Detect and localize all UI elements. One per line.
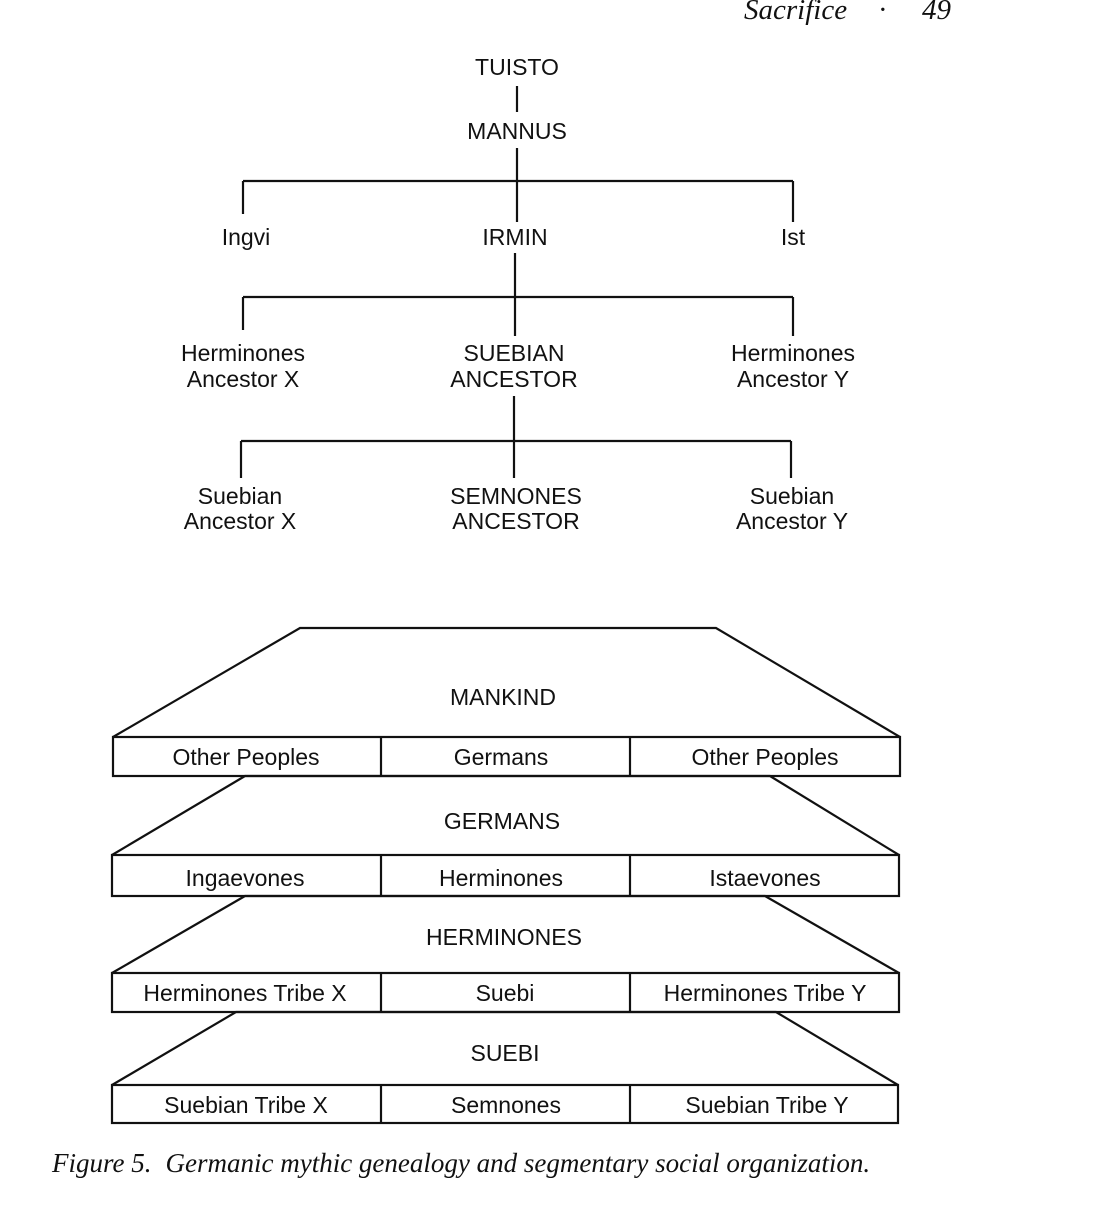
segment-cell: Semnones [451, 1092, 561, 1118]
figure-caption-label: Figure 5. [52, 1148, 152, 1178]
suebian-ancestor-y-line1: Suebian [750, 483, 834, 509]
mannus-label: MANNUS [467, 118, 567, 144]
tuisto-label: TUISTO [475, 54, 559, 80]
semnones-ancestor-line1: SEMNONES [450, 483, 582, 509]
suebian-ancestor-line1: SUEBIAN [464, 340, 565, 366]
herminones-ancestor-y-line1: Herminones [731, 340, 855, 366]
figure-caption-text: Germanic mythic genealogy and segmentary… [165, 1148, 871, 1178]
segment-cell: Suebian Tribe Y [685, 1092, 848, 1118]
segment-cell: Other Peoples [691, 744, 838, 770]
mankind-trapezoid [112, 626, 901, 738]
segment-cell: Istaevones [709, 865, 820, 891]
figure-caption: Figure 5. Germanic mythic genealogy and s… [52, 1148, 870, 1179]
level-title-herminones: HERMINONES [426, 924, 582, 950]
segment-cell: Herminones Tribe X [143, 980, 346, 1006]
irmin-label: IRMIN [482, 224, 547, 250]
segment-cell: Other Peoples [172, 744, 319, 770]
suebi-trapezoid [111, 1010, 899, 1086]
page-number: 49 [922, 0, 951, 26]
herminones-ancestor-x-line1: Herminones [181, 340, 305, 366]
herminones-trapezoid [111, 894, 900, 974]
suebian-ancestor-y-line2: Ancestor Y [736, 508, 848, 534]
genealogy-tree [239, 86, 795, 478]
genealogy-labels: TUISTO MANNUS Ingvi IRMIN Ist Herminones… [181, 54, 855, 534]
running-title: Sacrifice [744, 0, 848, 26]
germans-trapezoid [111, 774, 900, 856]
segment-cell: Suebi [476, 980, 535, 1006]
segment-cell: Herminones [439, 865, 563, 891]
semnones-ancestor-line2: ANCESTOR [452, 508, 579, 534]
herminones-ancestor-x-line2: Ancestor X [187, 366, 300, 392]
segment-cell: Germans [454, 744, 549, 770]
level-title-mankind: MANKIND [450, 684, 556, 710]
suebian-ancestor-x-line2: Ancestor X [184, 508, 297, 534]
suebian-ancestor-x-line1: Suebian [198, 483, 282, 509]
suebi-segment-bar [110, 1083, 900, 1125]
segmentary-labels: MANKIND Other Peoples Germans Other Peop… [143, 684, 866, 1118]
segment-cell: Ingaevones [186, 865, 305, 891]
level-title-germans: GERMANS [444, 808, 560, 834]
segment-cell: Herminones Tribe Y [664, 980, 867, 1006]
ingvi-label: Ingvi [222, 224, 271, 250]
segment-cell: Suebian Tribe X [164, 1092, 328, 1118]
herminones-ancestor-y-line2: Ancestor Y [737, 366, 849, 392]
suebian-ancestor-line2: ANCESTOR [450, 366, 577, 392]
header-separator: · [878, 0, 888, 26]
ist-label: Ist [781, 224, 806, 250]
segmentary-diagram [110, 626, 902, 1125]
level-title-suebi: SUEBI [470, 1040, 539, 1066]
